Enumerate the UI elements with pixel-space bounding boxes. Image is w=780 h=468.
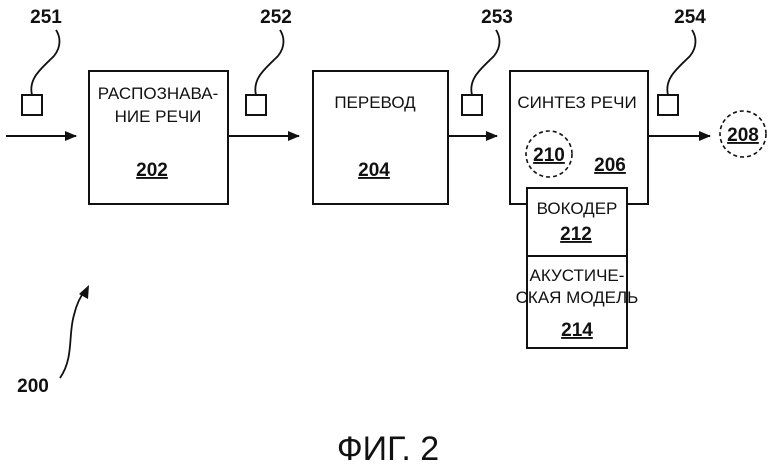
speech-synthesis-block (510, 71, 648, 204)
system-ref-200: 200 (17, 376, 49, 397)
speech-recognition-number: 202 (136, 160, 168, 181)
speech-synthesis-label: СИНТЕЗ РЕЧИ (517, 93, 636, 112)
output-208-number: 208 (727, 125, 759, 146)
figure-caption: ФИГ. 2 (337, 430, 439, 468)
data-marker-252: 252 (246, 7, 292, 115)
speech-recognition-label-1: РАСПОЗНАВА- (98, 84, 219, 103)
speech-recognition-label-2: НИЕ РЕЧИ (115, 107, 202, 126)
acoustic-model-number: 214 (561, 320, 593, 341)
leader-200 (60, 289, 86, 378)
ref-254: 254 (674, 7, 706, 28)
leader-251 (31, 30, 59, 95)
leader-254 (667, 30, 695, 95)
vocoder-label: ВОКОДЕР (537, 199, 618, 218)
ref-252: 252 (260, 7, 292, 28)
data-square-252 (246, 95, 266, 115)
vocoder-number: 212 (560, 224, 592, 245)
data-square-254 (658, 95, 678, 115)
data-marker-254: 254 (658, 7, 706, 115)
translation-number: 204 (358, 160, 390, 181)
ref-253: 253 (481, 7, 513, 28)
leader-252 (255, 30, 283, 95)
data-square-253 (462, 95, 482, 115)
data-square-251 (22, 95, 42, 115)
translation-block (313, 71, 448, 204)
data-marker-251: 251 (22, 7, 62, 115)
ref-251: 251 (30, 7, 62, 28)
acoustic-model-label-2: СКАЯ МОДЕЛЬ (516, 288, 639, 307)
acoustic-model-label-1: АКУСТИЧЕ- (530, 266, 625, 285)
translation-label: ПЕРЕВОД (334, 93, 416, 112)
component-210-number: 210 (533, 145, 565, 166)
speech-synthesis-number: 206 (594, 155, 626, 176)
leader-253 (471, 30, 499, 95)
data-marker-253: 253 (462, 7, 513, 115)
